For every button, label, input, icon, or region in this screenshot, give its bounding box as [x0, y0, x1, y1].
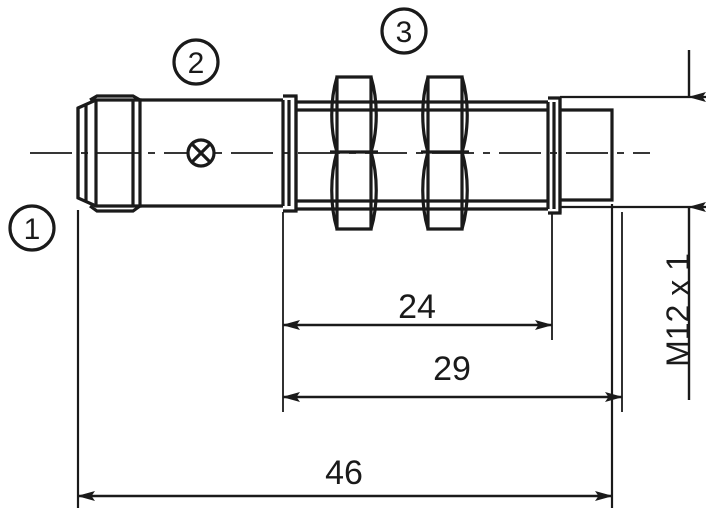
balloon-label-3: 3 — [396, 16, 413, 49]
dimension-label-29: 29 — [433, 350, 471, 388]
dimension-label-24: 24 — [398, 288, 436, 326]
right-step-collar — [546, 96, 562, 215]
dimension-label-thread: M12 x 1 — [660, 253, 696, 367]
balloon-callout-3: 3 — [380, 7, 428, 55]
dimension-29: 29 — [282, 212, 623, 412]
dimension-24: 24 — [282, 212, 553, 340]
balloon-label-1: 1 — [24, 213, 41, 246]
crossed-circle-icon — [186, 138, 216, 168]
main-barrel — [140, 98, 283, 208]
balloon-label-2: 2 — [188, 47, 205, 80]
hex-nut-rear — [421, 75, 469, 231]
sensing-face-end — [560, 108, 614, 202]
dimension-thread-m12: M12 x 1 — [560, 50, 706, 400]
balloon-callout-1: 1 — [8, 204, 56, 252]
hex-nut-front — [330, 75, 378, 231]
dimension-46: 46 — [76, 204, 614, 508]
balloon-callout-2: 2 — [172, 38, 220, 86]
dimension-label-46: 46 — [325, 454, 363, 492]
